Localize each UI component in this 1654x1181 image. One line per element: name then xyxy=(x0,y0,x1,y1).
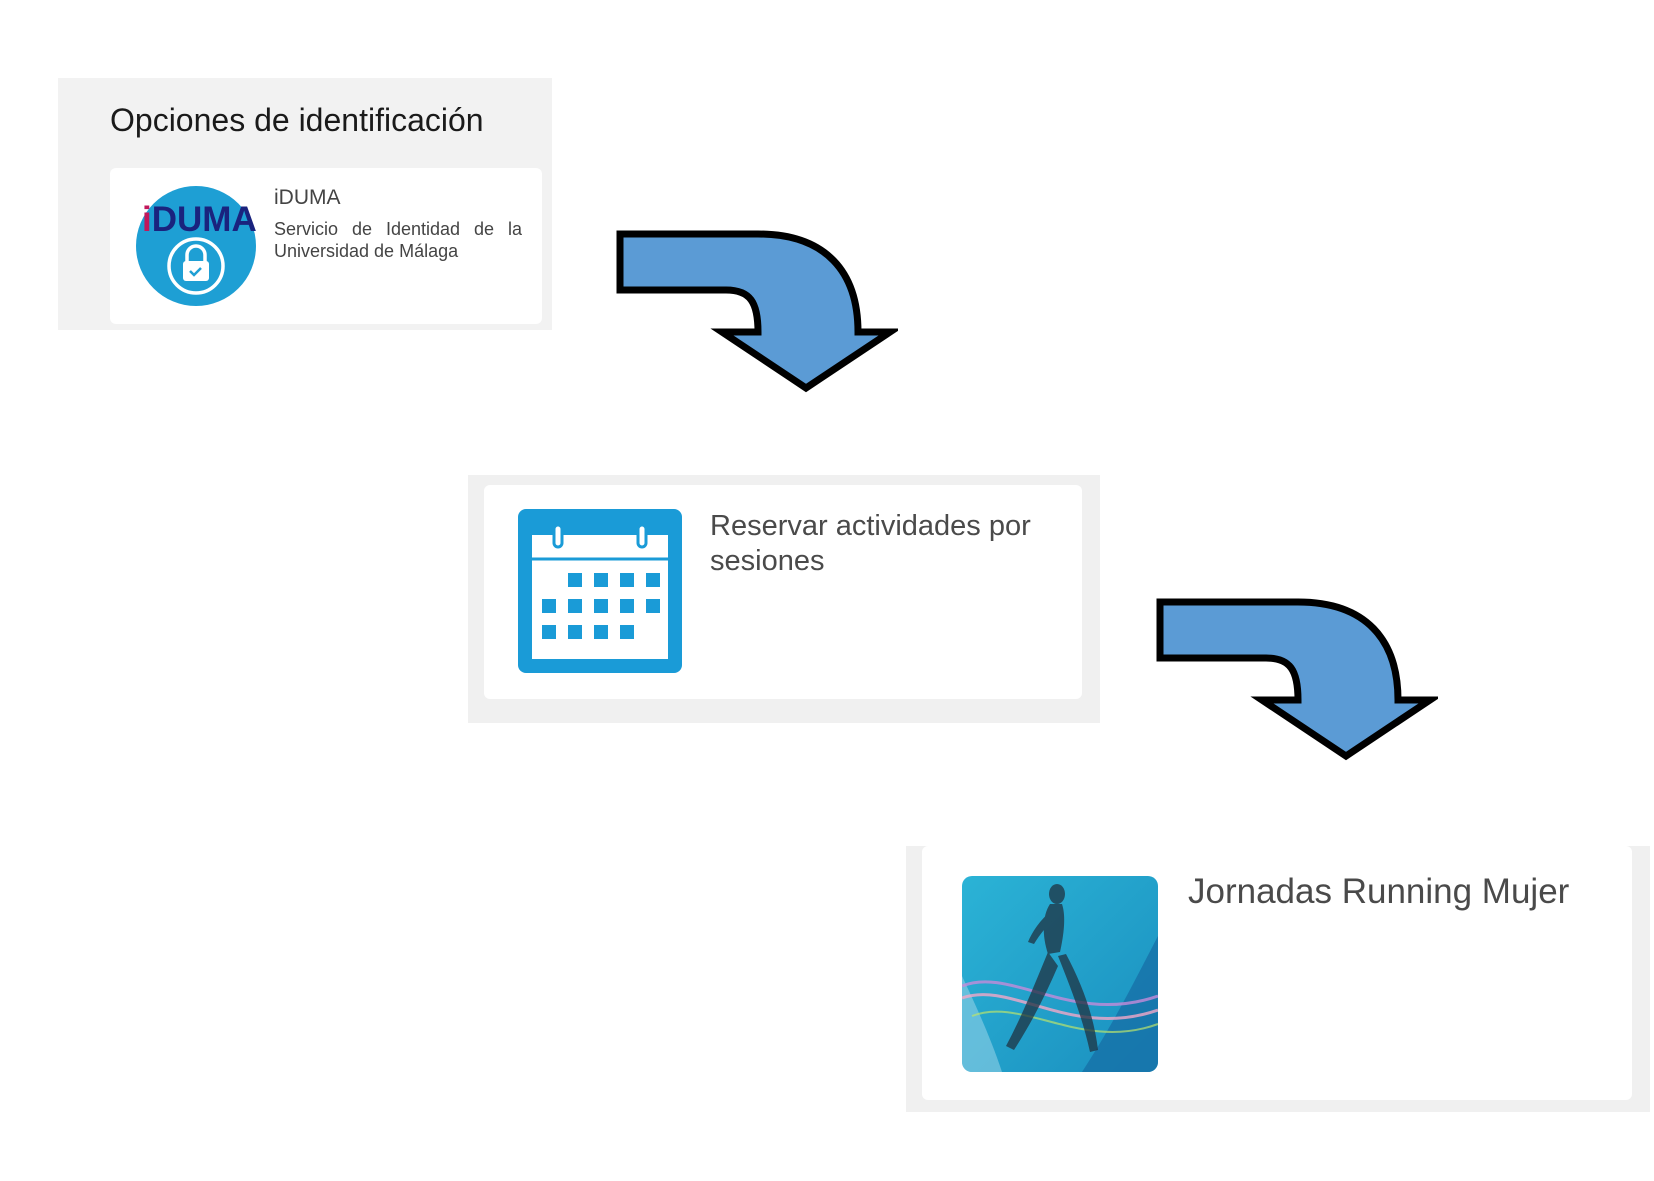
flow-arrow-down-right-icon xyxy=(616,230,898,393)
calendar-icon xyxy=(518,509,682,673)
reserve-sessions-option[interactable]: Reservar actividades por sesiones xyxy=(484,485,1082,699)
iduma-login-option[interactable]: iDUMA iDUMA Servicio de Identidad de la … xyxy=(110,168,542,324)
activity-title: Jornadas Running Mujer xyxy=(1188,872,1570,911)
flow-arrow-down-right-icon xyxy=(1156,598,1438,761)
provider-name: iDUMA xyxy=(274,186,341,209)
woman-running-image xyxy=(962,876,1158,1072)
reserve-sessions-label: Reservar actividades por sesiones xyxy=(710,510,1031,577)
reservations-panel: Reservar actividades por sesiones xyxy=(468,475,1100,723)
identification-options-panel: Opciones de identificación iDUMA iDUMA S… xyxy=(58,78,552,330)
svg-text:iDUMA: iDUMA xyxy=(142,200,256,239)
panel-title: Opciones de identificación xyxy=(110,102,484,138)
iduma-logo: iDUMA xyxy=(136,186,256,306)
activity-panel: Jornadas Running Mujer xyxy=(906,846,1650,1112)
running-event-card[interactable]: Jornadas Running Mujer xyxy=(922,846,1632,1100)
provider-description: Servicio de Identidad de la Universidad … xyxy=(274,219,522,261)
